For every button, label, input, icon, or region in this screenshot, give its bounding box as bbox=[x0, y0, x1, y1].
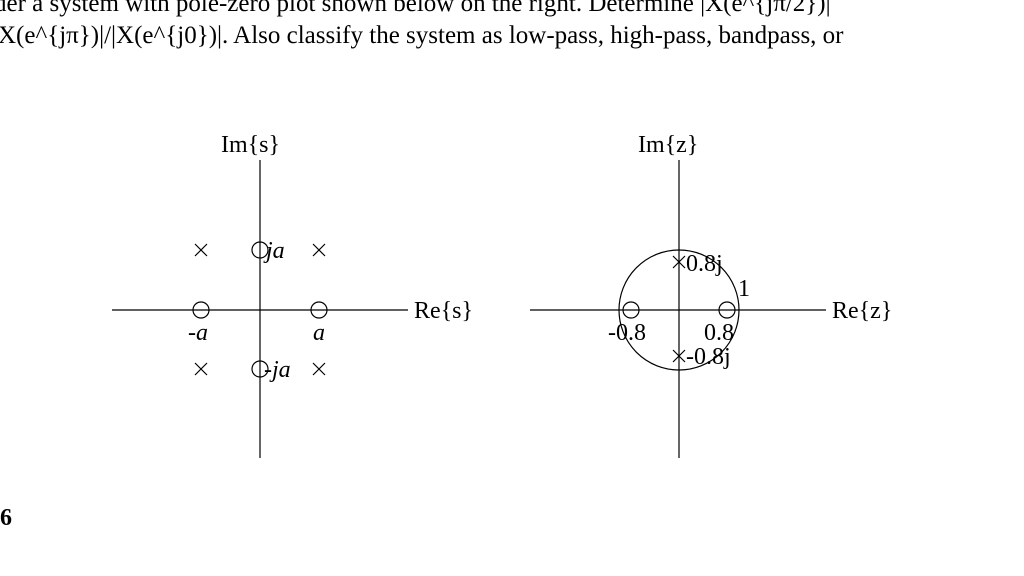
pole-marker bbox=[312, 362, 326, 376]
s-re-label: Re{s} bbox=[414, 298, 473, 324]
zero-marker bbox=[622, 301, 640, 319]
label-a: a bbox=[313, 320, 325, 346]
section-number: 6 bbox=[0, 505, 12, 531]
zero-marker bbox=[718, 301, 736, 319]
problem-text-line-1: der a system with pole-zero plot shown b… bbox=[0, 0, 831, 17]
z-plane-plot bbox=[530, 160, 826, 458]
pole-marker bbox=[194, 362, 208, 376]
pole-marker bbox=[194, 243, 208, 257]
label-neg-ja: -ja bbox=[264, 357, 291, 383]
unit-circle bbox=[618, 249, 740, 371]
label-pole-neg: -0.8j bbox=[686, 344, 731, 370]
zero-marker bbox=[192, 301, 210, 319]
label-pole-pos: 0.8j bbox=[686, 251, 723, 277]
label-ja: ja bbox=[263, 238, 285, 264]
z-im-label: Im{z} bbox=[638, 132, 698, 158]
label-zero-neg: -0.8 bbox=[608, 320, 646, 346]
problem-text-line-2: X(e^{jπ})|/|X(e^{j0})|. Also classify th… bbox=[0, 22, 844, 49]
z-re-label: Re{z} bbox=[832, 298, 892, 324]
s-plane-plot bbox=[112, 160, 408, 458]
label-radius: 1 bbox=[738, 276, 750, 302]
zero-marker bbox=[310, 301, 328, 319]
pole-marker bbox=[312, 243, 326, 257]
s-im-label: Im{s} bbox=[221, 132, 280, 158]
zero-marker bbox=[251, 241, 269, 259]
label-zero-pos: 0.8 bbox=[704, 320, 734, 346]
zero-marker bbox=[251, 360, 269, 378]
pole-marker bbox=[672, 349, 686, 363]
pole-marker bbox=[672, 255, 686, 269]
label-neg-a: -a bbox=[188, 320, 208, 346]
